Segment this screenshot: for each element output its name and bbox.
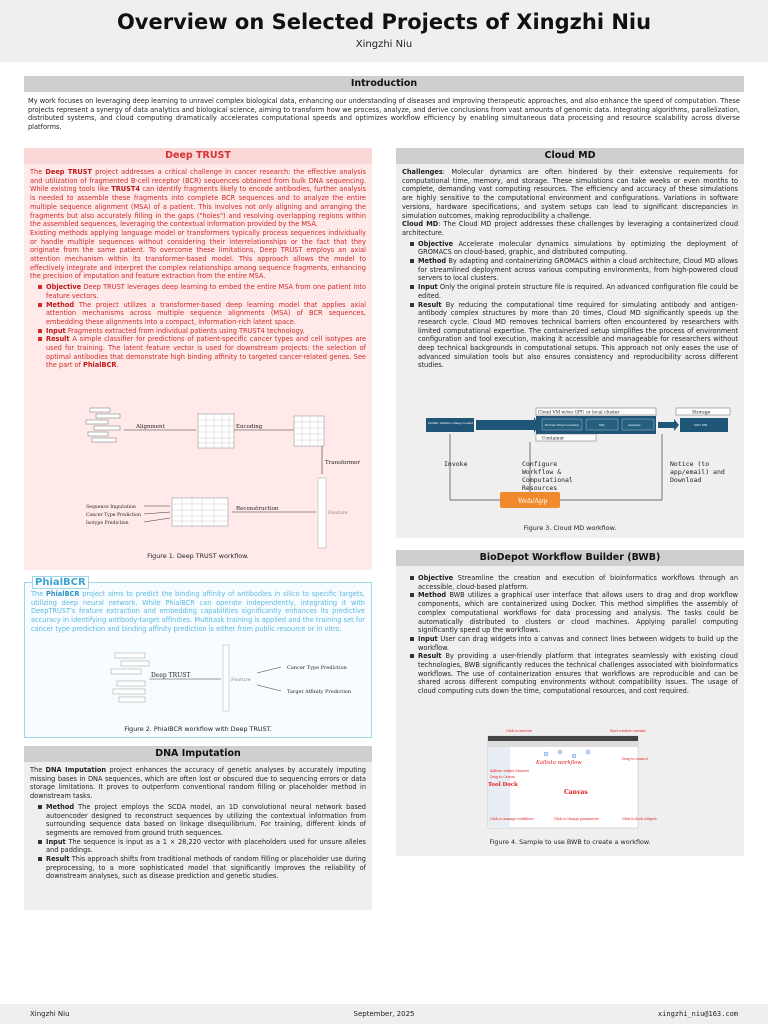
list-item: Input The sequence is input as a 1 × 28,…	[38, 838, 366, 855]
figure-3-caption: Figure 3. Cloud MD workflow.	[523, 524, 617, 532]
list-item: Input Fragments extracted from individua…	[38, 327, 366, 336]
cancer-type-output: Cancer Type Prediction	[287, 665, 348, 671]
feature-label: Feature	[328, 510, 348, 516]
step-analysis: Analysis	[627, 423, 641, 427]
list-item: Result This approach shifts from traditi…	[38, 855, 366, 881]
poster-footer: September, 2025 Xingzhi Niu xingzhi_niu@…	[0, 1004, 768, 1024]
note-connect: Drag to connect	[622, 757, 649, 761]
note-execute: Click to execute	[506, 729, 532, 733]
introduction-heading: Introduction	[24, 76, 744, 92]
figure-2-caption: Figure 2. PhialBCR workflow with Deep TR…	[124, 725, 272, 733]
phialbcr-block: PhialBCR The PhialBCR project aims to pr…	[24, 576, 372, 738]
deep-trust-paragraph-1: The Deep TRUST project addresses a criti…	[30, 168, 367, 229]
cloud-md-list: Objective Accelerate molecular dynamics …	[410, 240, 738, 371]
output-cancer-type: Cancer Type Prediction	[86, 512, 141, 518]
introduction-text: My work focuses on leveraging deep learn…	[24, 92, 744, 137]
affinity-output: Target Affinity Prediction	[287, 689, 352, 695]
list-item: Method The project employs the SCDA mode…	[38, 803, 366, 838]
challenges-paragraph: Challenges: Molecular dynamics are often…	[402, 168, 738, 220]
list-item: Input User can drag widgets into a canva…	[410, 635, 738, 652]
dna-imputation-block: DNA Imputation The DNA Imputation projec…	[24, 746, 372, 910]
tool-dock-label: Tool Dock	[488, 782, 518, 788]
invoke-label: Invoke	[444, 460, 468, 468]
storage-label: Storage	[692, 410, 711, 416]
dna-paragraph: The DNA Imputation project enhances the …	[30, 766, 366, 801]
bwb-block: BioDepot Workflow Builder (BWB) Objectiv…	[396, 550, 744, 856]
alignment-label: Alignment	[135, 424, 166, 430]
list-item: Method BWB utilizes a graphical user int…	[410, 591, 738, 635]
list-item: Result By providing a user-friendly plat…	[410, 652, 738, 696]
list-item: Objective Deep TRUST leverages deep lear…	[38, 283, 366, 300]
poster-header: Overview on Selected Projects of Xingzhi…	[0, 0, 768, 62]
list-item: Input Only the original protein structur…	[410, 283, 738, 300]
canvas-label: Canvas	[564, 789, 588, 796]
deep-trust-block: Deep TRUST The Deep TRUST project addres…	[24, 148, 372, 570]
encoding-label: Encoding	[236, 424, 263, 430]
webapp-button[interactable]	[500, 492, 560, 508]
list-item: Objective Streamline the creation and ex…	[410, 574, 738, 591]
phialbcr-text: The PhialBCR project aims to predict the…	[31, 590, 365, 633]
bwb-screenshot-figure: Kallisto workflow Tool Dock Canvas Kalli…	[487, 729, 657, 829]
dna-list: Method The project employs the SCDA mode…	[38, 803, 366, 881]
note-drag: Drag to Canvas	[490, 775, 515, 779]
kallisto-label: Kallisto workflow	[535, 760, 582, 766]
author-name: Xingzhi Niu	[355, 39, 413, 50]
transformer-label: Transformer	[325, 460, 360, 466]
step-preprocessing: Protein Preprocessing	[545, 423, 579, 427]
cloud-md-body: Challenges: Molecular dynamics are often…	[396, 164, 744, 374]
deep-trust-list: Objective Deep TRUST leverages deep lear…	[38, 283, 366, 370]
dna-imputation-body: The DNA Imputation project enhances the …	[24, 762, 372, 885]
list-item: Objective Accelerate molecular dynamics …	[410, 240, 738, 257]
footer-author: Xingzhi Niu	[30, 1010, 70, 1018]
cloud-md-paragraph: Cloud MD: The Cloud MD project addresses…	[402, 220, 739, 237]
container-label: Container	[542, 437, 565, 442]
phialbcr-workflow-figure: Deep TRUST Feature Cancer Type Predictio…	[110, 644, 352, 712]
bwb-list: Objective Streamline the creation and ex…	[410, 574, 738, 696]
note-parameters: Click to change parameters	[554, 817, 599, 821]
cloud-md-heading: Cloud MD	[396, 148, 744, 164]
output-isotype: Isotype Prediction	[86, 520, 129, 526]
note-manage: Click to manage workflows	[490, 817, 534, 821]
list-item: Result By reducing the computational tim…	[410, 301, 738, 371]
note-window: Start window controls	[610, 729, 646, 733]
phialbcr-heading: PhialBCR	[32, 576, 89, 589]
introduction-block: Introduction My work focuses on leveragi…	[24, 76, 744, 137]
cloud-md-workflow-figure: Cloud VM w/wo GPU or local cluster Stora…	[426, 407, 731, 508]
note-widget: Kallisto widget (drawer)	[490, 769, 529, 773]
list-item: Result A simple classifier for predictio…	[38, 335, 366, 370]
figure-1-caption: Figure 1. Deep TRUST workflow.	[147, 552, 249, 560]
reconstruction-label: Reconstruction	[236, 506, 279, 512]
deep-trust-paragraph-2: Existing methods applying language model…	[30, 228, 366, 281]
deep-trust-heading: Deep TRUST	[24, 148, 372, 164]
output-box-label: GPU MD	[694, 423, 708, 427]
webapp-label: Web/App	[518, 497, 547, 505]
page-title: Overview on Selected Projects of Xingzhi…	[116, 10, 652, 34]
list-item: Method By adapting and containerizing GR…	[410, 257, 738, 283]
figure-4-caption: Figure 4. Sample to use BWB to create a …	[489, 838, 651, 846]
phialbcr-link[interactable]: PhialBCR	[83, 361, 117, 370]
input-box-label: Initially Instance Image Loaded FOR	[428, 421, 481, 425]
phial-feature-label: Feature	[231, 677, 251, 683]
bwb-heading: BioDepot Workflow Builder (BWB)	[396, 550, 744, 566]
cloud-md-block: Cloud MD Challenges: Molecular dynamics …	[396, 148, 744, 538]
bwb-body: Objective Streamline the creation and ex…	[396, 566, 744, 700]
deep-trust-body: The Deep TRUST project addresses a criti…	[24, 164, 372, 374]
dna-imputation-heading: DNA Imputation	[24, 746, 372, 762]
output-sequence-imputation: Sequence Imputation	[86, 504, 136, 510]
deep-trust-workflow-figure: Alignment Encoding Transformer Feature R…	[85, 407, 360, 549]
footer-email[interactable]: xingzhi_niu@163.com	[657, 1010, 738, 1018]
note-dock: Click to dock widgets	[622, 817, 657, 821]
list-item: Method The project utilizes a transforme…	[38, 301, 366, 327]
deep-trust-arrow-label: Deep TRUST	[151, 672, 190, 679]
vm-label: Cloud VM w/wo GPU or local cluster	[538, 411, 620, 416]
footer-date: September, 2025	[353, 1010, 415, 1018]
step-md: MD	[599, 423, 605, 427]
